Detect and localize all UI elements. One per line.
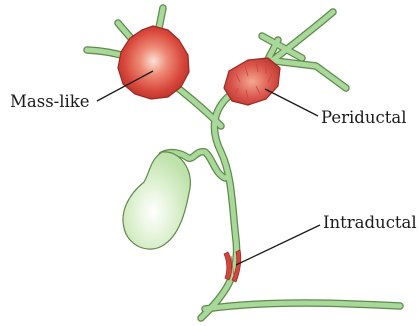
periductal-tumor [224,58,280,105]
gallbladder [123,152,190,249]
periductal-label: Periductal [321,108,406,127]
mass-like-label: Mass-like [10,92,90,111]
intraductal-label: Intraductal [323,213,417,232]
periductal-leader [265,89,318,116]
intraductal-leader [236,225,320,265]
